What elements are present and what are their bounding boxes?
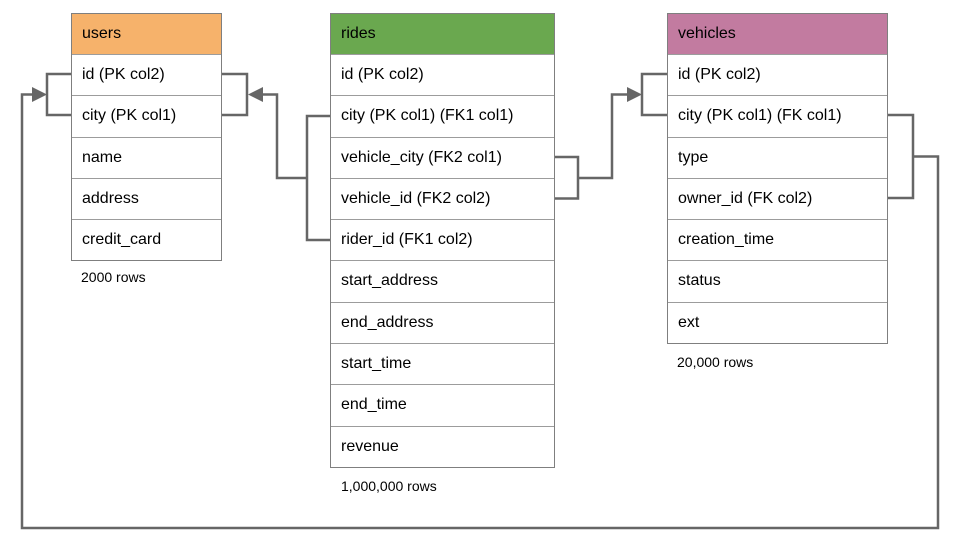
column-rides-start-address: start_address [331, 260, 554, 302]
column-vehicles-status: status [668, 260, 887, 302]
column-vehicles-type: type [668, 136, 887, 178]
arrow-right-icon [32, 87, 47, 102]
users-right-bracket-line [220, 72, 249, 117]
rides-right-bracket-line [553, 155, 580, 200]
users-left-bracket-line [45, 72, 71, 117]
arrow-right-icon [627, 87, 642, 102]
column-rides-id: id (PK col2) [331, 54, 554, 96]
column-rides-end-time: end_time [331, 384, 554, 426]
users-row-count: 2000 rows [81, 269, 146, 285]
column-vehicles-owner-id: owner_id (FK col2) [668, 177, 887, 220]
vehicles-row-count: 20,000 rows [677, 354, 754, 370]
column-users-name: name [72, 136, 221, 178]
table-vehicles-header: vehicles [668, 14, 887, 54]
column-users-id: id (PK col2) [72, 54, 221, 96]
vehicles-right-bracket-line [886, 113, 915, 200]
fk3-connector-line [20, 93, 940, 530]
vehicles-left-bracket-line [640, 72, 667, 117]
table-vehicles: vehicles id (PK col2) city (PK col1) (FK… [667, 13, 888, 345]
arrow-left-icon [248, 87, 263, 102]
table-rides: rides id (PK col2) city (PK col1) (FK1 c… [330, 13, 555, 468]
column-vehicles-city: city (PK col1) (FK col1) [668, 95, 887, 137]
column-rides-rider-id: rider_id (FK1 col2) [331, 219, 554, 261]
column-users-city: city (PK col1) [72, 95, 221, 137]
column-rides-vehicle-id: vehicle_id (FK2 col2) [331, 177, 554, 220]
column-rides-revenue: revenue [331, 425, 554, 467]
table-rides-header: rides [331, 14, 554, 54]
column-rides-start-time: start_time [331, 343, 554, 385]
column-users-address: address [72, 177, 221, 220]
rides-row-count: 1,000,000 rows [341, 478, 437, 494]
column-rides-end-address: end_address [331, 301, 554, 344]
column-vehicles-id: id (PK col2) [668, 54, 887, 96]
column-users-credit-card: credit_card [72, 219, 221, 261]
table-users-header: users [72, 14, 221, 54]
rides-left-bracket-line [305, 114, 330, 242]
fk2-connector-line [578, 93, 627, 180]
table-users: users id (PK col2) city (PK col1) name a… [71, 13, 222, 262]
column-vehicles-creation-time: creation_time [668, 219, 887, 261]
column-vehicles-ext: ext [668, 301, 887, 344]
fk1-connector-line [263, 93, 307, 180]
column-rides-vehicle-city: vehicle_city (FK2 col1) [331, 136, 554, 178]
column-rides-city: city (PK col1) (FK1 col1) [331, 95, 554, 137]
